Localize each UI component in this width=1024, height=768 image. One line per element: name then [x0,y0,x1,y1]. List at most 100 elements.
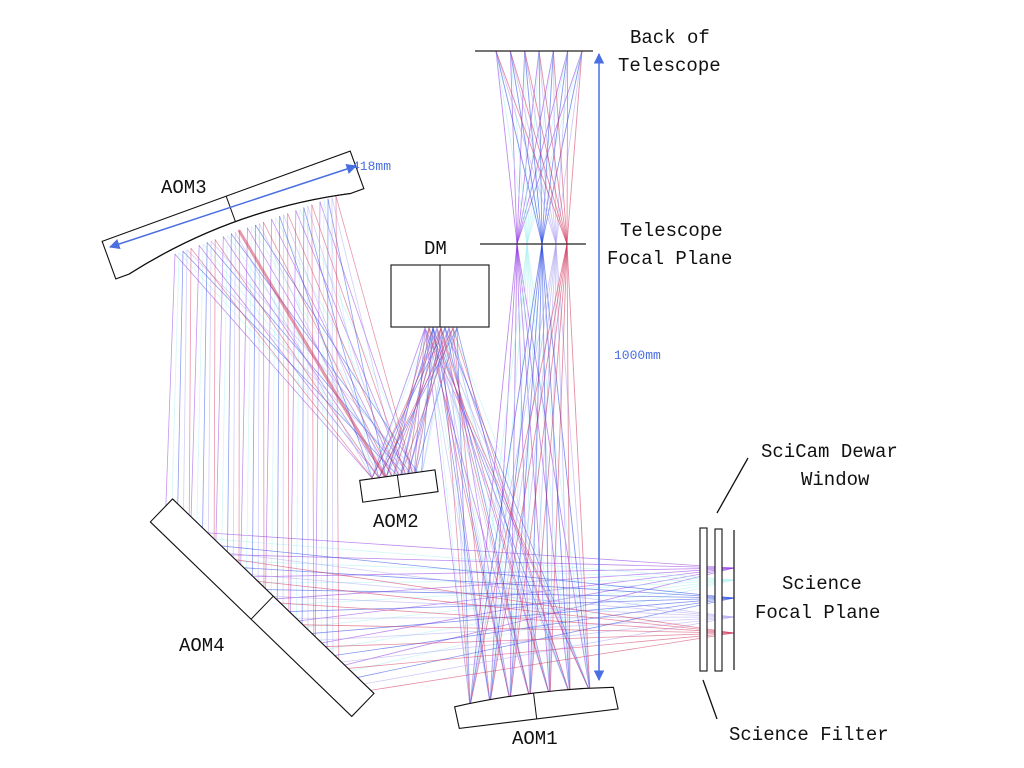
science-focal-plane-label-line2: Focal Plane [755,602,880,624]
ray-aom1-dm [452,327,591,693]
dm-label: DM [424,238,447,260]
ray-aom3-aom4 [270,217,277,632]
ray-aom2-aom3 [287,213,401,479]
ray-aom3-aom4 [182,249,188,548]
ray-aom2-aom3 [230,233,415,479]
ray-aom3-aom4 [276,216,281,637]
ray-dm-aom2 [378,327,454,479]
ray-aom3-aom4 [335,195,340,696]
ray-dm-aom2 [399,327,438,479]
ray-aom3-aom4 [311,204,315,672]
science-filter [699,527,708,672]
ray-aom3-aom4 [287,213,290,649]
science-filter-label: Science Filter [729,724,889,746]
ray-aom3-aom4 [314,201,321,673]
ray-aom3-aom4 [226,233,232,590]
ray-aom3-aom4 [207,240,212,572]
ray-aom4-science [176,541,735,599]
ray-aom1-dm [440,327,471,707]
ray-aom3-aom4 [295,208,301,655]
ray-aom3-aom4 [214,236,224,578]
ray-aom1-dm [424,327,471,707]
ray-aom4-science [338,632,735,696]
ray-dm-aom2 [385,327,450,479]
telescope-focal-plane-label-line2: Focal Plane [607,248,732,270]
ray-aom3-aom4 [170,252,180,537]
ray-aom3-aom4 [176,250,184,542]
aom3-width-dimension-arrow [109,163,357,250]
aom4-label: AOM4 [179,635,225,657]
ray-aom2-aom3 [303,207,380,479]
scicam-dewar-window-label-line2: Window [801,469,870,491]
ray-aom4-science [220,579,735,584]
ray-aom1-dm [436,327,511,702]
ray-aom2-aom3 [307,205,394,479]
ray-aom3-aom4 [188,248,192,554]
ray-aom2-aom3 [331,197,401,479]
ray-aom3-aom4 [301,207,305,661]
ray-aom3-aom4 [331,197,334,690]
ray-aom3-aom4 [245,226,252,608]
ray-aom4-science [164,529,735,569]
ray-aom3-aom4 [195,243,204,560]
ray-aom4-science [326,597,735,685]
ray-aom1-dm [448,327,551,698]
ray-dm-aom2 [371,327,426,479]
scicam-dewar-window [714,528,723,672]
ray-aom4-science [238,599,735,634]
ray-aom3-aom4 [189,245,200,555]
back-of-telescope-label-line1: Back of [630,27,710,49]
ray-aom1-dm [424,327,591,693]
ray-aom2-aom3 [311,204,408,479]
scicam-dewar-window-label-line1: SciCam Dewar [761,441,898,463]
ray-aom4-science [289,567,735,650]
ray-aom4-science [251,597,735,614]
aom2-mirror [359,469,439,503]
ray-aom2-aom3 [255,224,422,479]
ray-aom4-science [170,535,735,581]
ray-aom3-aom4 [251,224,256,614]
ray-aom1-dm [452,327,571,696]
path-length-dimension-label: 1000mm [614,348,661,363]
ray-dm-aom2 [413,327,442,479]
ray-aom2-aom3 [263,221,394,479]
ray-aom2-aom3 [174,253,373,479]
aom3-label: AOM3 [161,177,207,199]
ray-aom4-science [201,564,735,599]
ray-aom1-dm [440,327,531,700]
ray-aom2-aom3 [214,239,380,479]
aom2-label: AOM2 [373,511,419,533]
ray-aom4-science [226,588,735,599]
ray-aom2-aom3 [319,201,415,479]
science-focal-plane-label-line1: Science [782,573,862,595]
ray-dm-aom2 [378,327,438,479]
ray-aom4-science [282,616,735,643]
ray-aom3-aom4 [282,214,285,643]
ray-aom4-science [213,576,735,634]
ray-aom2-aom3 [283,214,387,479]
ray-aom4-science [313,632,735,672]
aom1-label: AOM1 [512,728,558,750]
ray-dm-aom2 [371,327,442,479]
ray-aom4-science [214,567,735,578]
aom1-mirror [453,686,619,730]
ray-dm-aom2 [413,327,458,479]
ray-aom2-aom3 [259,223,380,479]
ray-aom2-aom3 [279,216,373,479]
ray-aom4-science [288,632,735,649]
aom4-mirror [149,498,375,718]
ray-aom1-dm [448,327,471,707]
back-of-telescope-label-line2: Telescope [618,55,721,77]
ray-dm-aom2 [413,327,426,479]
aom3-width-dimension-label: 418mm [352,159,391,174]
ray-aom3-aom4 [213,239,216,577]
ray-aom3-aom4 [164,253,176,531]
ray-aom3-aom4 [232,232,236,595]
ray-aom1-dm [428,327,511,702]
ray-aom1-dm [436,327,591,693]
ray-aom3-aom4 [326,198,329,685]
ray-aom3-aom4 [239,227,248,602]
ray-aom2-aom3 [190,248,373,479]
ray-aom2-aom3 [234,232,373,479]
